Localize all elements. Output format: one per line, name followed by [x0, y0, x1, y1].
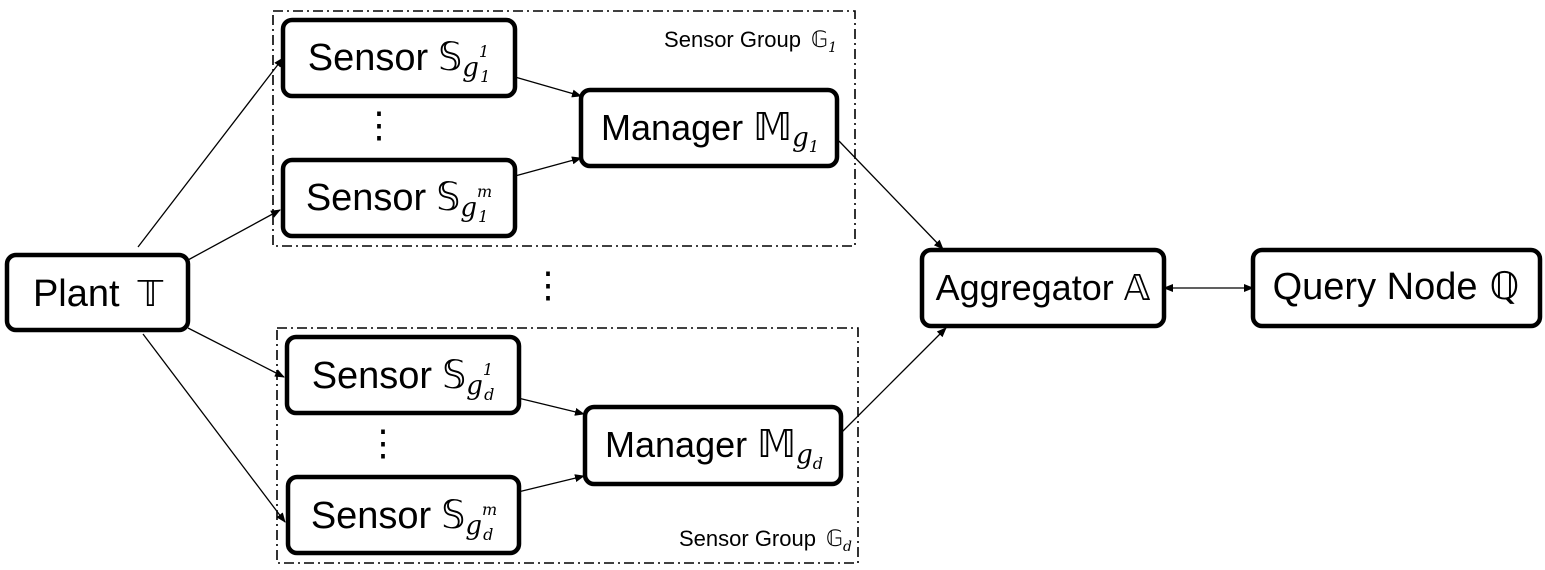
aggregator-node-label: Aggregator 𝔸: [936, 267, 1151, 309]
edge-sensor-gd-1-manager-gd: [517, 397, 585, 416]
edge-plant-sensor-g1-1: [137, 57, 284, 248]
sensor-group-gd: Sensor Group 𝔾d: [276, 327, 859, 564]
plant-node[interactable]: Plant 𝕋: [4, 252, 191, 333]
manager-g1-label: Manager 𝕄g1: [601, 105, 819, 156]
edge-manager-g1-aggregator: [838, 140, 944, 250]
aggregator-node[interactable]: Aggregator 𝔸: [919, 247, 1167, 329]
edge-manager-gd-aggregator: [841, 327, 947, 433]
edge-sensor-gd-m-manager-gd: [517, 474, 585, 493]
edge-sensor-g1-m-manager-g1: [514, 156, 582, 177]
plant-node-label: Plant 𝕋: [33, 273, 164, 315]
manager-gd-label: Manager 𝕄gd: [605, 422, 823, 473]
manager-g1-node[interactable]: Manager 𝕄g1: [578, 87, 840, 169]
manager-gd-node[interactable]: Manager 𝕄gd: [582, 404, 844, 487]
edge-plant-sensor-gd-1: [187, 327, 285, 378]
sensor-group-g1-label: Sensor Group 𝔾1: [664, 27, 837, 56]
sensor-group-gd-label: Sensor Group 𝔾d: [679, 526, 852, 555]
ellipsis-gd: ⋮: [365, 422, 401, 463]
edge-plant-sensor-gd-m: [142, 333, 286, 523]
edges: [137, 57, 1254, 523]
ellipsis-g1: ⋮: [361, 104, 397, 145]
query-node[interactable]: Query Node ℚ: [1250, 247, 1543, 329]
ellipsis-groups: ⋮: [530, 264, 566, 305]
query-node-label: Query Node ℚ: [1273, 264, 1520, 308]
edge-plant-sensor-g1-m: [187, 209, 281, 261]
edge-sensor-g1-1-manager-g1: [514, 76, 582, 98]
sensor-group-g1: Sensor Group 𝔾1: [272, 10, 856, 247]
